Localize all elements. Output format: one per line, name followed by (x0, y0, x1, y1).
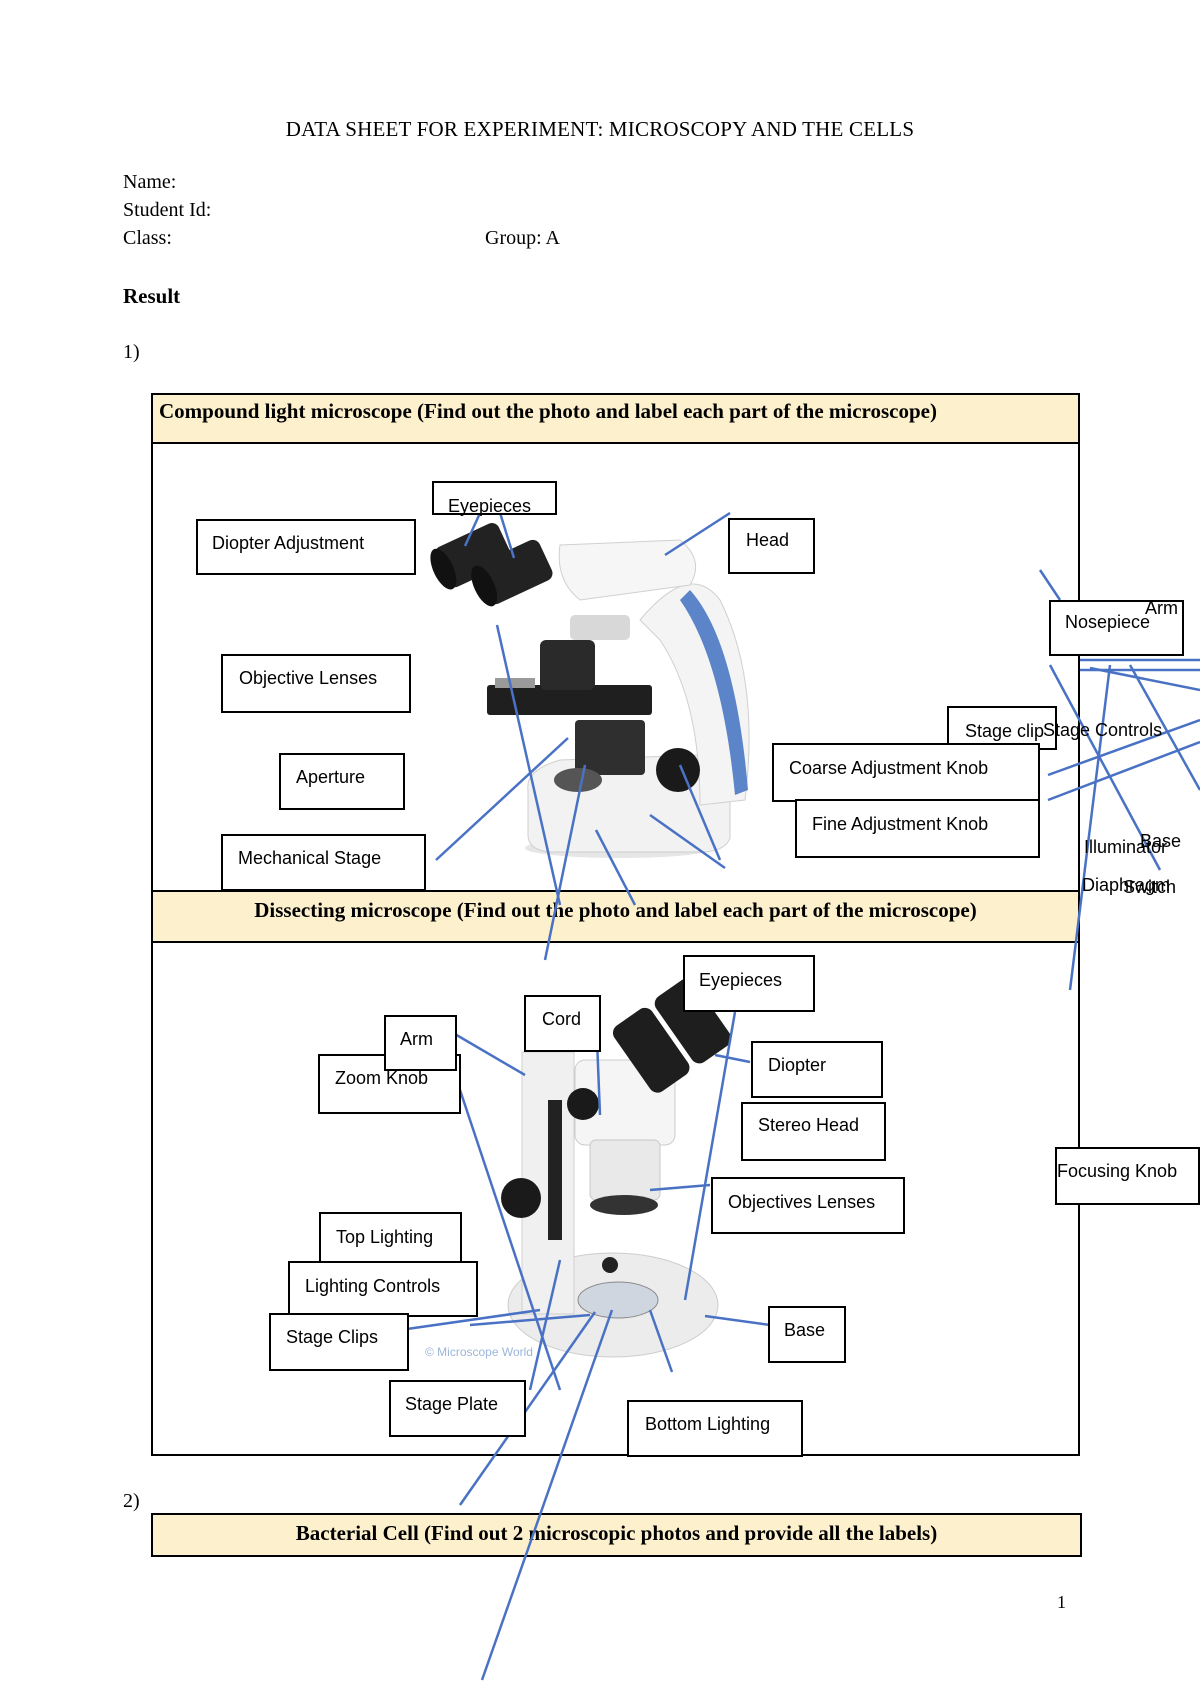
microscope-world-watermark: © Microscope World (425, 1345, 533, 1359)
label-base-dissecting: Base (768, 1306, 846, 1363)
label-leader-lines (399, 499, 1200, 1681)
label-top-lighting: Top Lighting (319, 1212, 462, 1268)
label-cord: Cord (524, 995, 601, 1052)
compound-microscope-image (430, 523, 750, 858)
label-nosepiece: Nosepiece (1049, 600, 1184, 656)
label-arm-compound: Arm (1145, 598, 1178, 618)
label-coarse-adjustment-knob: Coarse Adjustment Knob (772, 743, 1040, 802)
label-diopter-adjustment: Diopter Adjustment (196, 519, 416, 575)
label-focusing-knob: Focusing Knob (1055, 1147, 1200, 1205)
question-1-number: 1) (123, 341, 140, 363)
name-field: Name: (123, 171, 177, 193)
question-2-number: 2) (123, 1490, 140, 1512)
dissecting-microscope-image (501, 978, 732, 1358)
page-number: 1 (1057, 1592, 1066, 1612)
label-arm-dissecting: Arm (384, 1015, 457, 1071)
label-stage-controls: Stage Controls (1043, 720, 1163, 740)
label-diaphragm: Diaphragm (1082, 875, 1171, 895)
label-eyepieces-compound: Eyepieces (432, 481, 557, 516)
label-switch: Switch (1123, 877, 1177, 897)
label-illuminator: Illuminator (1084, 837, 1168, 857)
bacterial-section-header: Bacterial Cell (Find out 2 microscopic p… (151, 1513, 1082, 1557)
label-fine-adjustment-knob: Fine Adjustment Knob (795, 799, 1040, 858)
label-head: Head (728, 518, 815, 574)
label-stereo-head: Stereo Head (741, 1102, 886, 1161)
label-base-compound: Base (1140, 831, 1182, 851)
group-field: Group: A (485, 227, 560, 249)
page-title: DATA SHEET FOR EXPERIMENT: MICROSCOPY AN… (285, 117, 915, 141)
result-heading: Result (123, 284, 181, 308)
label-objective-lenses: Objective Lenses (221, 654, 411, 713)
label-aperture: Aperture (279, 753, 405, 810)
label-eyepieces-dissecting: Eyepieces (683, 955, 815, 1012)
label-stage-clips: Stage Clips (269, 1313, 409, 1371)
dissecting-section-header: Dissecting microscope (Find out the phot… (151, 890, 1080, 943)
label-bottom-lighting: Bottom Lighting (627, 1400, 803, 1457)
label-diopter: Diopter (751, 1041, 883, 1098)
student-id-field: Student Id: (123, 199, 212, 221)
label-mechanical-stage: Mechanical Stage (221, 834, 426, 891)
label-objectives-lenses: Objectives Lenses (711, 1177, 905, 1234)
class-field: Class: (123, 227, 172, 249)
label-stage-clip: Stage clip (947, 706, 1057, 750)
label-lighting-controls: Lighting Controls (288, 1261, 478, 1317)
label-stage-plate: Stage Plate (389, 1380, 526, 1437)
